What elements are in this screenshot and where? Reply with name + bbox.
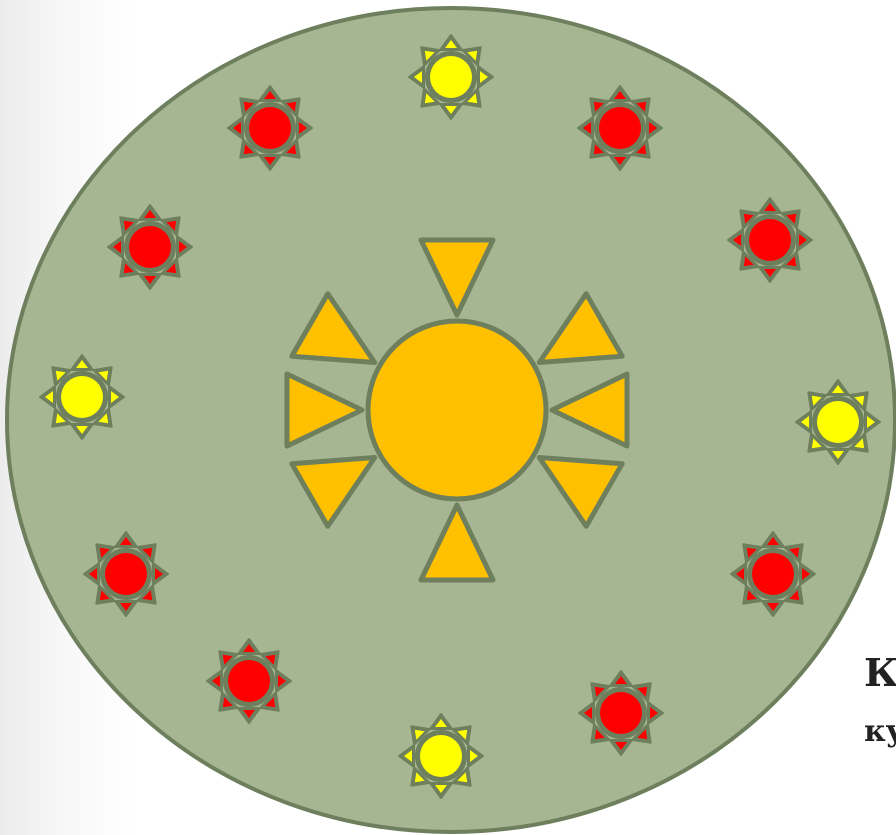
red-sun-icon <box>84 532 168 616</box>
center-sun-disc <box>368 321 546 499</box>
sun-core <box>129 226 171 268</box>
red-sun-icon <box>731 532 815 616</box>
yellow-sun-icon <box>399 714 483 798</box>
sun-core <box>228 660 270 702</box>
sun-core <box>430 56 472 98</box>
red-sun-icon <box>579 671 663 755</box>
sun-core <box>105 553 147 595</box>
red-sun-icon <box>578 86 662 170</box>
caption-line-2: ку <box>864 714 896 749</box>
sun-core <box>249 107 291 149</box>
sun-core <box>752 553 794 595</box>
yellow-sun-icon <box>796 380 880 464</box>
yellow-sun-icon <box>40 355 124 439</box>
sun-core <box>749 219 791 261</box>
red-sun-icon <box>108 205 192 289</box>
sun-core <box>61 376 103 418</box>
red-sun-icon <box>207 639 291 723</box>
red-sun-icon <box>728 198 812 282</box>
sun-core <box>420 735 462 777</box>
red-sun-icon <box>228 86 312 170</box>
caption-line-1: К <box>864 650 896 695</box>
sun-core <box>600 692 642 734</box>
yellow-sun-icon <box>409 35 493 119</box>
sun-core <box>599 107 641 149</box>
sun-core <box>817 401 859 443</box>
